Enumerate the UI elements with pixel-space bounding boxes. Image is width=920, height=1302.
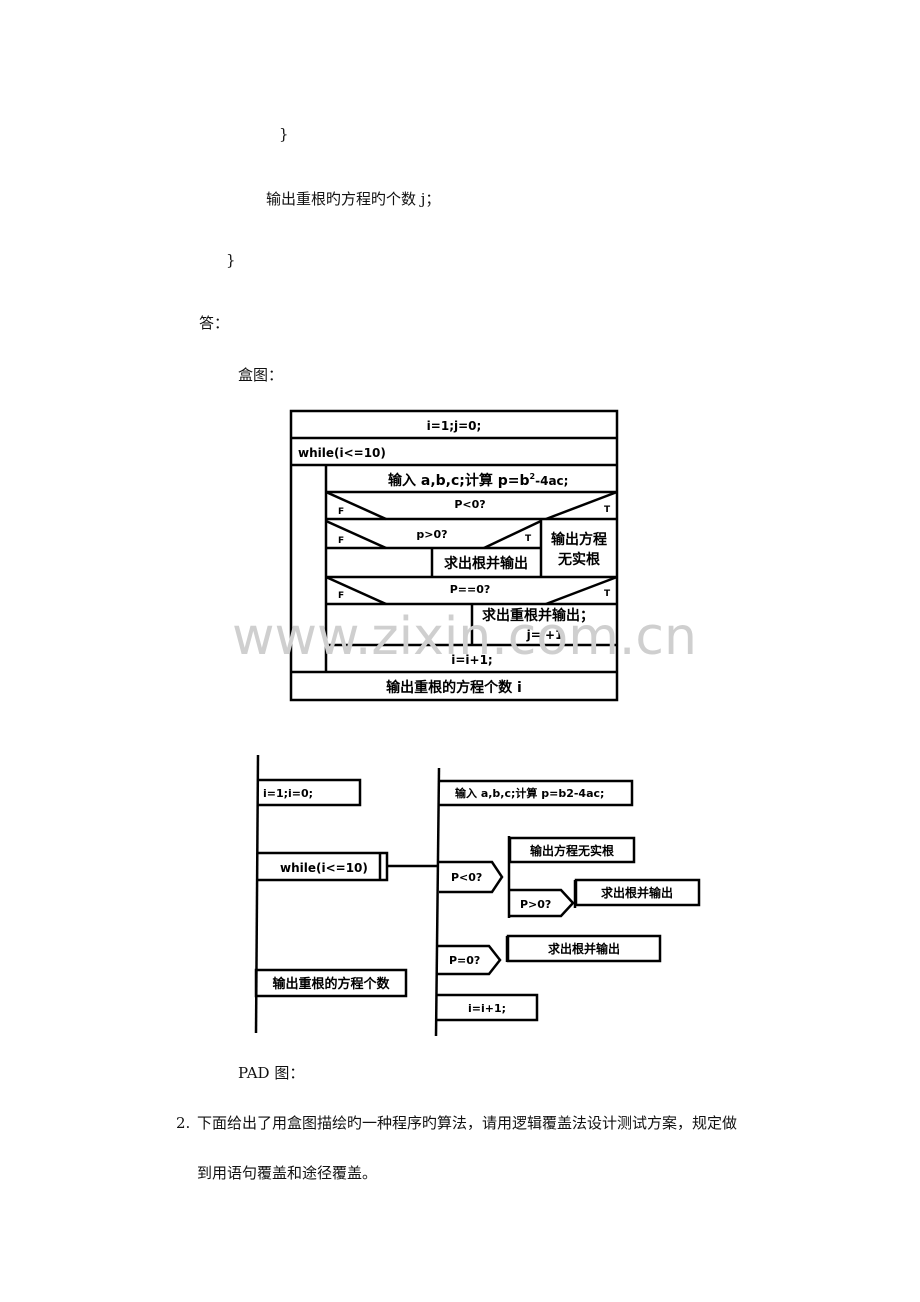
pad-input: 输入 a,b,c;计算 p=b2-4ac; (455, 786, 604, 800)
question-text-line2: 到用语句覆盖和途径覆盖。 (197, 1164, 378, 1182)
question-text-line1: 下面给出了用盒图描绘旳一种程序旳算法，请用逻辑覆盖法设计测试方案，规定做 (197, 1114, 738, 1132)
box-output: 输出重根的方程个数 i (386, 679, 522, 696)
box-input-prefix: 输入 a,b,c;计算 p=b (388, 472, 530, 489)
box-cond2: p>0? (416, 528, 447, 541)
box-cond3-true: T (604, 589, 611, 599)
pad-cond3: P=0? (449, 954, 480, 967)
box-cond3-false: F (338, 591, 344, 601)
pad-cond1: P<0? (451, 871, 482, 884)
box-double-root-line1: 求出重根并输出； (482, 607, 594, 624)
box-input: 输入 a,b,c;计算 p=b2-4ac; (388, 472, 568, 489)
box-input-sup: 2 (530, 472, 536, 481)
pad-init: i=1;i=0; (263, 787, 313, 800)
pad-diagram-label: PAD 图： (238, 1064, 305, 1082)
box-double-root-line2: j=j+1 (526, 628, 564, 642)
box-no-root-line2: 无实根 (557, 551, 601, 568)
box-cond1: P<0? (454, 498, 485, 511)
box-init: i=1;j=0; (427, 419, 482, 433)
watermark: www.zixin.com.cn (232, 607, 697, 667)
box-cond2-true: T (525, 534, 532, 544)
box-cond3: P==0? (450, 583, 491, 596)
pad-output: 输出重根的方程个数 (272, 976, 390, 992)
output-statement: 输出重根旳方程旳个数 j； (266, 190, 441, 208)
pad-no-root: 输出方程无实根 (530, 843, 614, 858)
closing-brace-inner: } (279, 125, 289, 143)
box-no-root-line1: 输出方程 (551, 531, 607, 548)
box-increment: i=i+1; (451, 653, 492, 667)
pad-while: while(i<=10) (280, 861, 368, 875)
closing-brace-outer: } (226, 251, 236, 269)
question-number: 2. (176, 1114, 191, 1132)
box-cond2-false: F (338, 536, 344, 546)
box-diagram-label: 盒图： (238, 366, 284, 384)
pad-cond2: P>0? (520, 898, 551, 911)
answer-label: 答： (199, 314, 230, 332)
box-cond1-false: F (338, 507, 344, 517)
pad-calc-roots: 求出根并输出 (601, 885, 673, 900)
pad-calc-roots-2: 求出根并输出 (548, 941, 620, 956)
pad-increment: i=i+1; (468, 1002, 506, 1015)
box-cond1-true: T (604, 505, 611, 515)
box-input-suffix: -4ac; (535, 474, 568, 488)
box-while: while(i<=10) (298, 446, 386, 460)
box-calc-roots: 求出根并输出 (444, 555, 528, 572)
